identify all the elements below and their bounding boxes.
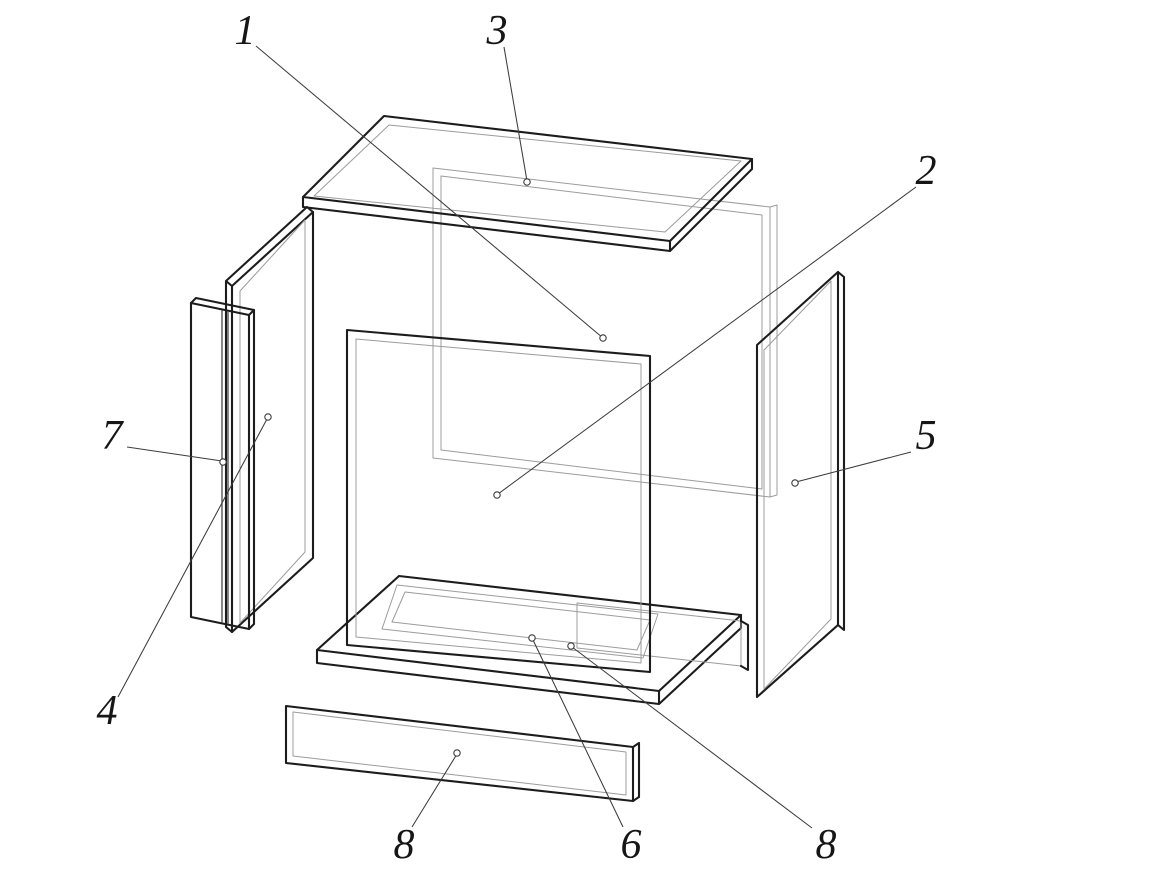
callout-2-dot [493,491,501,499]
bottom-panel-recess-inset-line [391,591,651,651]
callouts: 1 3 2 7 5 4 6 8 8 [97,8,937,868]
callout-1-label: 1 [235,8,256,54]
left-side-panel-face [230,210,315,634]
bottom-panel-recess-outline [381,584,659,659]
callout-4-label: 4 [97,688,118,734]
rear-panel-outline [432,167,771,498]
rear-panel-inset-line [440,175,763,490]
left-side-panel-inset-line [239,219,306,624]
front-panel-face [345,328,652,674]
callout-8-rear-dot [567,642,575,650]
top-panel-inset-line [313,124,742,233]
callout-5-leader [795,451,912,483]
rear-panel-thickness-edge [769,204,778,498]
callout-1-leader [255,45,604,339]
callout-6-leader [532,639,624,828]
callout-6-label: 6 [621,822,642,868]
callout-3-dot [523,178,531,186]
callout-2-leader [497,186,917,495]
bottom-panel-face [315,574,743,693]
callout-4-leader [117,418,268,698]
callout-8-front-dot [453,749,461,757]
left-front-strip-thickness-edge [189,296,256,631]
callout-3-label: 3 [486,8,508,54]
left-front-strip-corner-lines [221,310,229,624]
part-bottom-panel [315,574,743,706]
callout-7-dot [219,458,227,466]
callout-7-label: 7 [102,413,125,459]
callout-5-dot [791,479,799,487]
part-left-front-strip [189,296,256,631]
front-bottom-rail-inset-line [292,711,627,796]
front-bottom-rail-end-cap [631,741,641,803]
right-side-panel-inset-line [763,280,832,690]
callout-8-rear-label: 8 [816,822,837,868]
callout-1-dot [599,334,607,342]
callout-6-dot [528,634,536,642]
left-side-panel-thickness-edge [224,205,315,634]
callout-5-label: 5 [916,413,937,459]
part-left-side-panel [224,205,315,634]
part-rear-bottom-rail [576,602,750,672]
right-side-panel-thickness-edge [836,270,846,632]
part-top-panel [301,114,754,253]
callout-4-dot [264,413,272,421]
callout-8-rear-leader [571,646,813,829]
part-right-side-panel [755,270,846,699]
part-rear-panel [432,167,778,498]
callout-8-front-leader [411,753,458,828]
callout-3-leader [503,46,528,182]
callout-7-leader [126,446,223,462]
rear-bottom-rail-end-cap [739,619,750,672]
front-panel-inset-line [355,338,642,664]
part-front-bottom-rail [284,704,641,803]
part-front-panel [345,328,652,674]
callout-8-front-label: 8 [394,822,415,868]
callout-2-label: 2 [916,148,937,194]
